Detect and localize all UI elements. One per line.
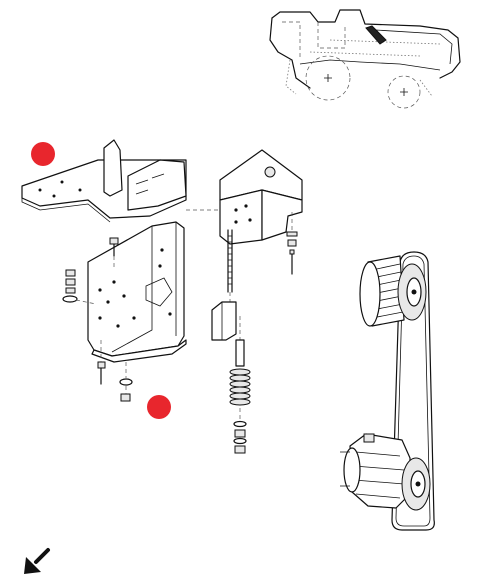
clutch-pulley [359,255,427,327]
compression-spring [229,368,251,406]
belt-drive-assembly [340,251,435,531]
mounting-bracket [21,139,187,402]
callout-washer-nut[interactable] [147,395,171,419]
support-bracket [186,149,303,275]
arrow-down-left-icon [24,548,50,574]
machine-overview [269,9,461,109]
tension-rod-assembly [211,229,251,454]
compressor [340,433,431,511]
callout-bracket-plate[interactable] [31,142,55,166]
